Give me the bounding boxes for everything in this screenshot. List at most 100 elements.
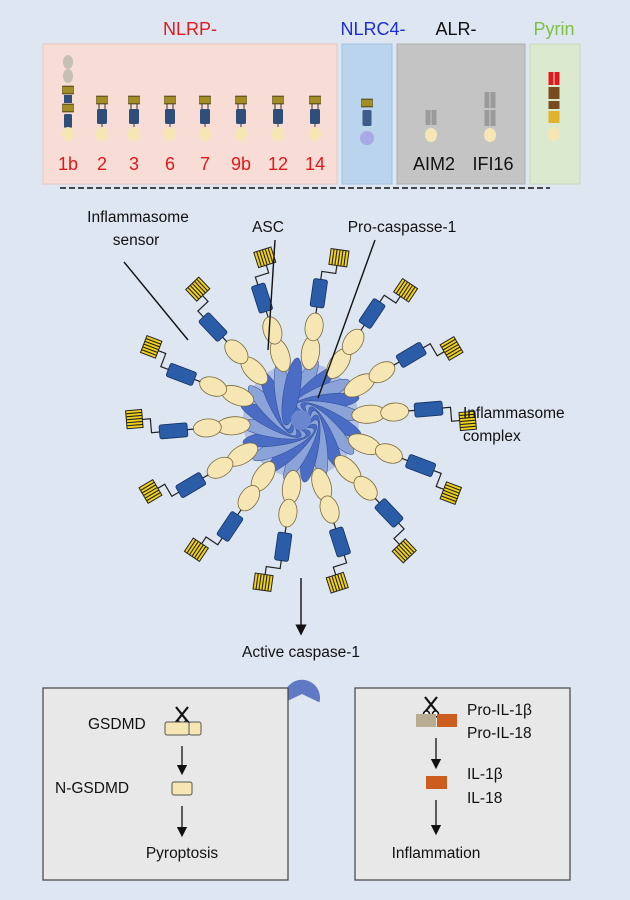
linker	[237, 509, 242, 516]
lrr-stripe	[405, 286, 416, 301]
linker	[158, 350, 169, 371]
lrr-domain	[185, 276, 211, 302]
lrr-stripe	[186, 539, 197, 554]
fiind-domain	[63, 69, 73, 83]
lrr-domain	[183, 537, 210, 563]
alr-panel	[396, 43, 526, 185]
coiled-coil-domain	[548, 87, 560, 99]
pyroptosis-panel	[42, 687, 289, 881]
sensor-label-line1: Inflammasome	[87, 209, 189, 226]
lrr-stripe	[141, 349, 157, 356]
sensor-pyd-domain	[192, 418, 222, 438]
lrr-stripe	[444, 486, 460, 494]
pyroptosis-box: GSDMD N-GSDMD Pyroptosis	[42, 687, 289, 881]
linker	[201, 536, 223, 546]
nlrp-member-7: 7	[200, 154, 210, 174]
linker	[379, 294, 401, 304]
lrr-stripe	[144, 340, 160, 348]
lrr-stripe	[256, 251, 263, 267]
hin-domain	[484, 110, 490, 126]
alr-member-aim2: AIM2	[413, 154, 455, 174]
lrr-stripe	[261, 249, 268, 266]
inflammation-box: Pro-IL-1β Pro-IL-18 IL-1β IL-18 Inflamma…	[354, 687, 571, 881]
nacht-domain	[310, 109, 320, 124]
alr-family-title: ALR-	[435, 19, 476, 39]
active-caspase-label: Active caspase-1	[242, 644, 360, 661]
inflammation-panel	[354, 687, 571, 881]
lrr-stripe	[440, 495, 457, 503]
family-panels	[42, 43, 581, 185]
lrr-stripe	[398, 544, 411, 558]
pro-il18-label: Pro-IL-18	[467, 725, 532, 742]
lrr-domain	[391, 538, 417, 564]
lrr-stripe	[146, 492, 161, 502]
gsdmd-protein-c	[188, 721, 202, 736]
sensor-pyd-domain	[341, 328, 365, 355]
family-domain-icons	[360, 72, 560, 145]
nacht-domain	[413, 400, 444, 418]
sensor-arm	[347, 433, 463, 506]
nacht-domain	[236, 109, 246, 124]
pyd-domain	[272, 127, 284, 141]
linker	[408, 409, 415, 412]
sensor-arm	[300, 247, 350, 370]
sensor-arm	[185, 276, 269, 385]
nacht-domain	[158, 422, 189, 440]
lrr-stripe	[343, 250, 347, 267]
pyd-domain	[96, 127, 108, 141]
nacht-domain	[165, 109, 175, 124]
b30-domain	[548, 72, 554, 85]
b30-domain	[554, 72, 560, 85]
lrr-stripe	[144, 489, 160, 499]
procaspase-callout-line	[317, 239, 376, 399]
lrr-domain	[325, 571, 349, 594]
inflammation-label: Inflammation	[392, 845, 481, 862]
lrr-stripe	[459, 416, 476, 420]
linker	[202, 474, 209, 479]
lrr-stripe	[143, 343, 159, 351]
nacht-domain	[395, 342, 427, 368]
linker	[320, 265, 338, 280]
linker	[333, 522, 337, 529]
lrr-stripe	[331, 575, 338, 592]
linker	[222, 336, 228, 342]
lrr-stripe	[445, 346, 461, 356]
hin-domain	[490, 92, 496, 108]
hin-domain	[425, 110, 431, 125]
nacht-domain	[64, 95, 72, 103]
alr-member-ifi16: IFI16	[472, 154, 513, 174]
lrr-domain	[392, 277, 419, 303]
sensor-callout-line	[123, 261, 189, 341]
lrr-stripe	[442, 341, 458, 351]
nacht-domain	[175, 472, 207, 498]
lrr-stripe	[140, 481, 155, 491]
linker	[284, 526, 287, 533]
nacht-domain	[216, 511, 244, 542]
lrr-stripe	[459, 419, 476, 423]
lrr-stripe	[331, 248, 335, 265]
lrr-stripe	[141, 484, 157, 494]
linker	[374, 498, 380, 504]
lrr-stripe	[267, 575, 271, 592]
linker	[332, 555, 348, 575]
lrr-stripe	[188, 541, 199, 556]
sensor-pyd-domain	[278, 498, 298, 528]
hin-domain	[484, 92, 490, 108]
lrr-stripe	[196, 546, 207, 561]
n-gsdmd-label: N-GSDMD	[55, 780, 129, 797]
lrr-stripe	[258, 250, 265, 267]
procaspase-label: Pro-caspasse-1	[348, 219, 457, 236]
linker	[442, 406, 460, 422]
nlrp-family-title: NLRP-	[163, 19, 217, 39]
inflammasome-complex-illustration	[125, 246, 477, 594]
sensor-arm	[251, 246, 291, 373]
lrr-stripe	[403, 284, 414, 299]
hin-domain	[431, 110, 437, 125]
lrr-stripe	[126, 420, 143, 424]
nlrp-member-6: 6	[165, 154, 175, 174]
lrr-stripe	[445, 484, 461, 491]
sensor-arm	[125, 408, 251, 440]
sensor-arm	[252, 470, 302, 593]
sensor-label-line2: sensor	[113, 232, 160, 249]
pyd-domain	[235, 127, 247, 141]
